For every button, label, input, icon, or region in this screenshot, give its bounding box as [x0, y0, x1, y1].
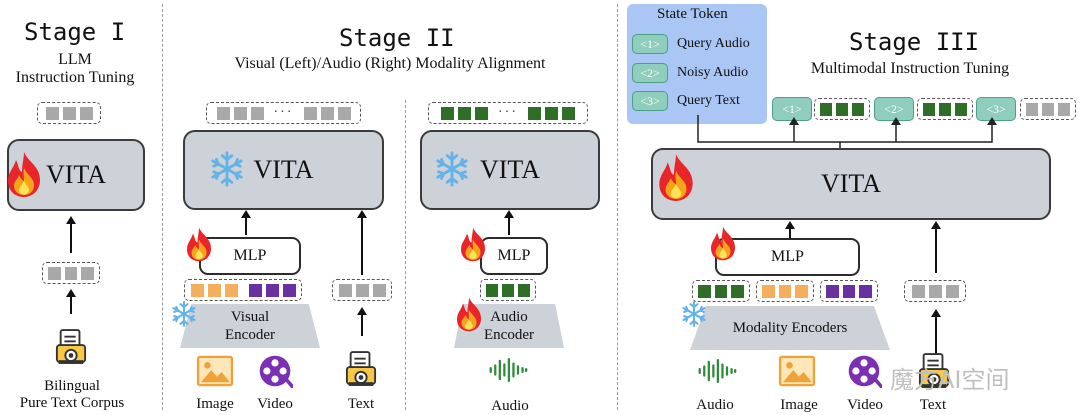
stage3-seq-tag-1: <1> — [772, 97, 812, 121]
stage2-visual-tokens — [184, 279, 302, 301]
stage2-audio-mlp-flame-icon — [458, 226, 488, 262]
stage1-output-tokens — [37, 102, 101, 124]
stage3-text-tokens — [904, 280, 966, 302]
stage1-input-label-line2: Pure Text Corpus — [19, 395, 125, 411]
stage2-label-text: Text — [347, 396, 375, 412]
stage2-visual-vita-model: VITA — [183, 130, 384, 210]
stage2-label-audio: Audio — [491, 398, 529, 414]
stage1-trainable-flame-icon — [4, 150, 44, 198]
stage1-arrow-to-tokens — [66, 289, 76, 314]
stage2-audio-frozen-snowflake-icon — [433, 150, 471, 188]
stage2-visual-mlp-flame-icon — [184, 226, 214, 262]
state-token-tag-3: <3> — [632, 91, 668, 111]
stage3-subtitle: Multimodal Instruction Tuning — [810, 60, 1010, 77]
stage3-text-arrow-to-tokens — [931, 309, 941, 356]
stage3-image-icon — [778, 355, 816, 387]
stage2-audio-vita-model: VITA — [420, 130, 600, 210]
text-corpus-icon — [55, 328, 87, 366]
stage3-label-text: Text — [919, 397, 947, 413]
state-token-title: State Token — [657, 6, 728, 22]
stage2-title: Stage II — [339, 24, 455, 52]
stage3-mlp-flame-icon — [708, 225, 738, 261]
stage2-audio-arrow-mlp-to-vita — [504, 210, 514, 235]
stage3-label-image: Image — [780, 397, 818, 413]
state-token-tag-2: <2> — [632, 63, 668, 83]
stage2-subtitle: Visual (Left)/Audio (Right) Modality Ali… — [234, 55, 546, 72]
stage2-visual-encoder-snowflake-icon — [170, 300, 198, 328]
stage2-label-image: Image — [196, 396, 234, 412]
stage3-video-icon — [846, 353, 882, 389]
stage3-vita-model: VITA — [651, 148, 1051, 220]
stage2-audio-encoder-flame-icon — [454, 296, 484, 332]
stage3-title: Stage III — [849, 28, 980, 56]
stage3-seq-tokens-3 — [1020, 98, 1076, 120]
state-token-label-2: Noisy Audio — [677, 65, 749, 80]
stage3-image-tokens — [756, 280, 814, 302]
stage2-audio-output-tokens: ··· — [428, 102, 588, 124]
stage2-label-video: Video — [257, 396, 293, 412]
separator-stage2-3 — [617, 4, 618, 410]
stage1-arrow-to-vita — [66, 216, 76, 253]
stage3-text-arrow-to-vita — [931, 221, 941, 273]
stage3-seq-tokens-1 — [814, 98, 870, 120]
stage1-input-tokens — [42, 262, 100, 284]
stage2-visual-output-tokens: ··· — [206, 102, 361, 124]
stage3-arrow-mlp-to-vita — [785, 221, 795, 238]
stage3-audio-tokens — [692, 280, 750, 302]
stage3-vita-flame-icon — [655, 152, 697, 202]
separator-stage1-2 — [162, 4, 163, 410]
stage2-audio-waveform-icon — [488, 357, 528, 383]
stage2-visual-frozen-snowflake-icon — [208, 150, 246, 188]
stage3-audio-waveform-icon — [697, 358, 737, 384]
stage3-output-bracket — [697, 115, 997, 150]
stage2-video-icon — [257, 353, 293, 389]
separator-visual-audio — [405, 100, 406, 410]
stage3-modality-encoders: Modality Encoders — [690, 306, 890, 350]
stage3-seq-tag-2: <2> — [874, 97, 914, 121]
stage1-subtitle-line1: LLM — [58, 51, 92, 68]
stage2-visual-arrow-mlp-to-vita — [241, 210, 251, 235]
stage2-audio-tokens — [480, 279, 536, 301]
stage3-video-tokens — [820, 280, 878, 302]
state-token-tag-1: <1> — [632, 34, 668, 54]
stage3-seq-tag-3: <3> — [976, 97, 1016, 121]
stage2-audio-mlp: MLP — [480, 237, 548, 275]
state-token-label-1: Query Audio — [677, 36, 750, 51]
stage2-image-icon — [196, 355, 234, 387]
stage2-text-arrow-to-tokens — [357, 307, 367, 336]
state-token-label-3: Query Text — [677, 93, 740, 108]
stage2-text-icon — [345, 350, 377, 388]
stage1-subtitle-line2: Instruction Tuning — [15, 69, 135, 86]
stage3-label-audio: Audio — [696, 397, 734, 413]
stage2-visual-mlp: MLP — [199, 237, 301, 275]
watermark-text: 魔方AI空间 — [890, 366, 1010, 394]
stage3-label-video: Video — [847, 397, 883, 413]
stage2-text-arrow-to-vita — [357, 210, 367, 275]
stage2-text-tokens — [332, 279, 392, 301]
stage1-input-label-line1: Bilingual — [44, 378, 100, 394]
stage3-encoder-snowflake-icon — [680, 300, 708, 328]
stage1-title: Stage I — [24, 18, 126, 46]
stage3-seq-tokens-2 — [917, 98, 973, 120]
